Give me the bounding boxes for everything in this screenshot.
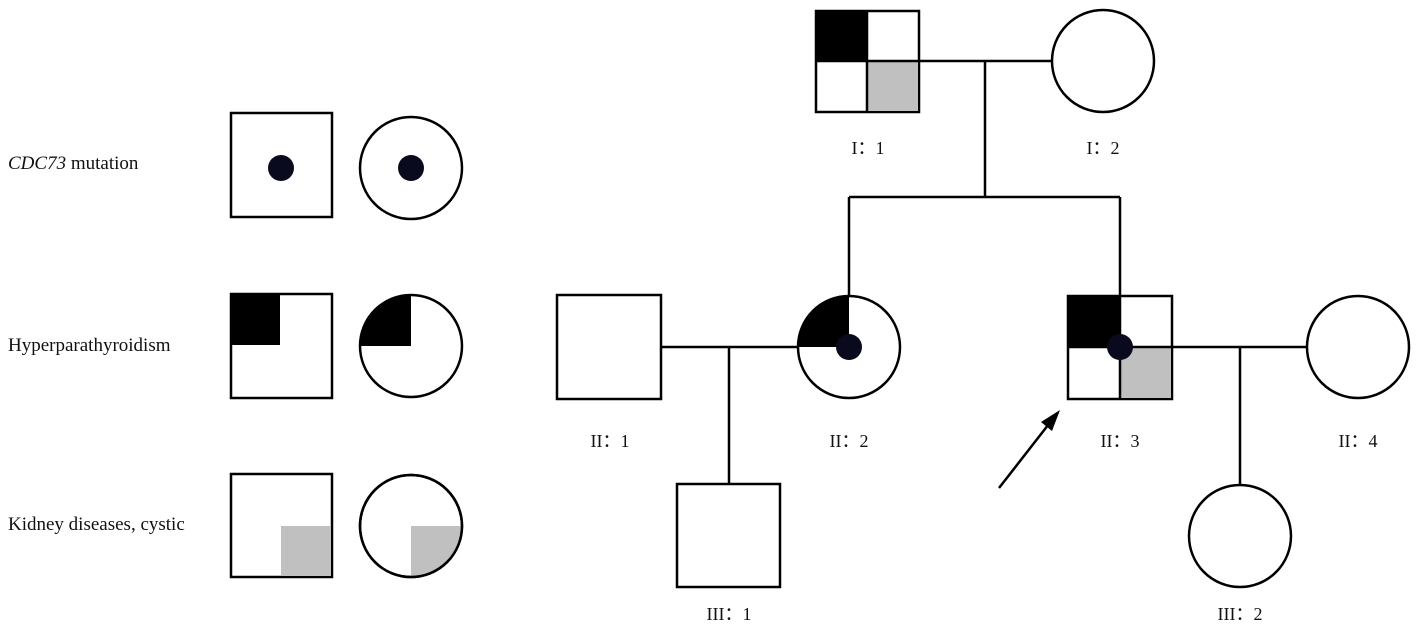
legend-hpt-label: Hyperparathyroidism (8, 335, 171, 356)
label-I1: I：1 (851, 138, 885, 158)
individual-II4-symbol (1305, 294, 1411, 400)
label-III1: III：1 (706, 604, 752, 624)
kidney-fill (867, 61, 918, 111)
legend-kidney-fill (281, 526, 331, 576)
legend-mutation-dot-icon (268, 155, 294, 181)
legend-mutation-dot-icon (398, 155, 424, 181)
label-III2: III：2 (1217, 604, 1263, 624)
legend (229, 111, 464, 579)
mutation-dot-icon (1107, 334, 1133, 360)
label-II1: II：1 (590, 431, 630, 451)
individual-II3-symbol (1066, 294, 1174, 401)
pedigree-lines (661, 59, 1307, 485)
individual-I1-symbol (814, 9, 921, 114)
hpt-fill (816, 11, 867, 61)
mutation-suffix: mutation (66, 153, 139, 174)
legend-mutation-label: CDC73 mutation (8, 153, 138, 175)
individual-III1-symbol (675, 482, 782, 589)
individual-II2-symbol (796, 294, 902, 400)
legend-hpt-male-symbol (229, 292, 334, 400)
label-I2: I：2 (1086, 138, 1120, 158)
legend-hpt-fill (360, 295, 411, 346)
legend-kidney-fill (411, 526, 462, 577)
proband-arrow-icon (998, 410, 1060, 489)
legend-hpt-fill (231, 294, 280, 345)
gene-name: CDC73 (8, 153, 67, 174)
label-II3: II：3 (1100, 431, 1140, 451)
label-II2: II：2 (829, 431, 869, 451)
individual-I2-symbol (1050, 8, 1156, 114)
legend-kidney-label: Kidney diseases, cystic (8, 514, 185, 535)
hpt-fill (798, 296, 849, 347)
individual-II1-symbol (555, 293, 663, 401)
mutation-dot-icon (836, 334, 862, 360)
individual-III2-symbol (1187, 483, 1293, 589)
label-II4: II：4 (1338, 431, 1378, 451)
